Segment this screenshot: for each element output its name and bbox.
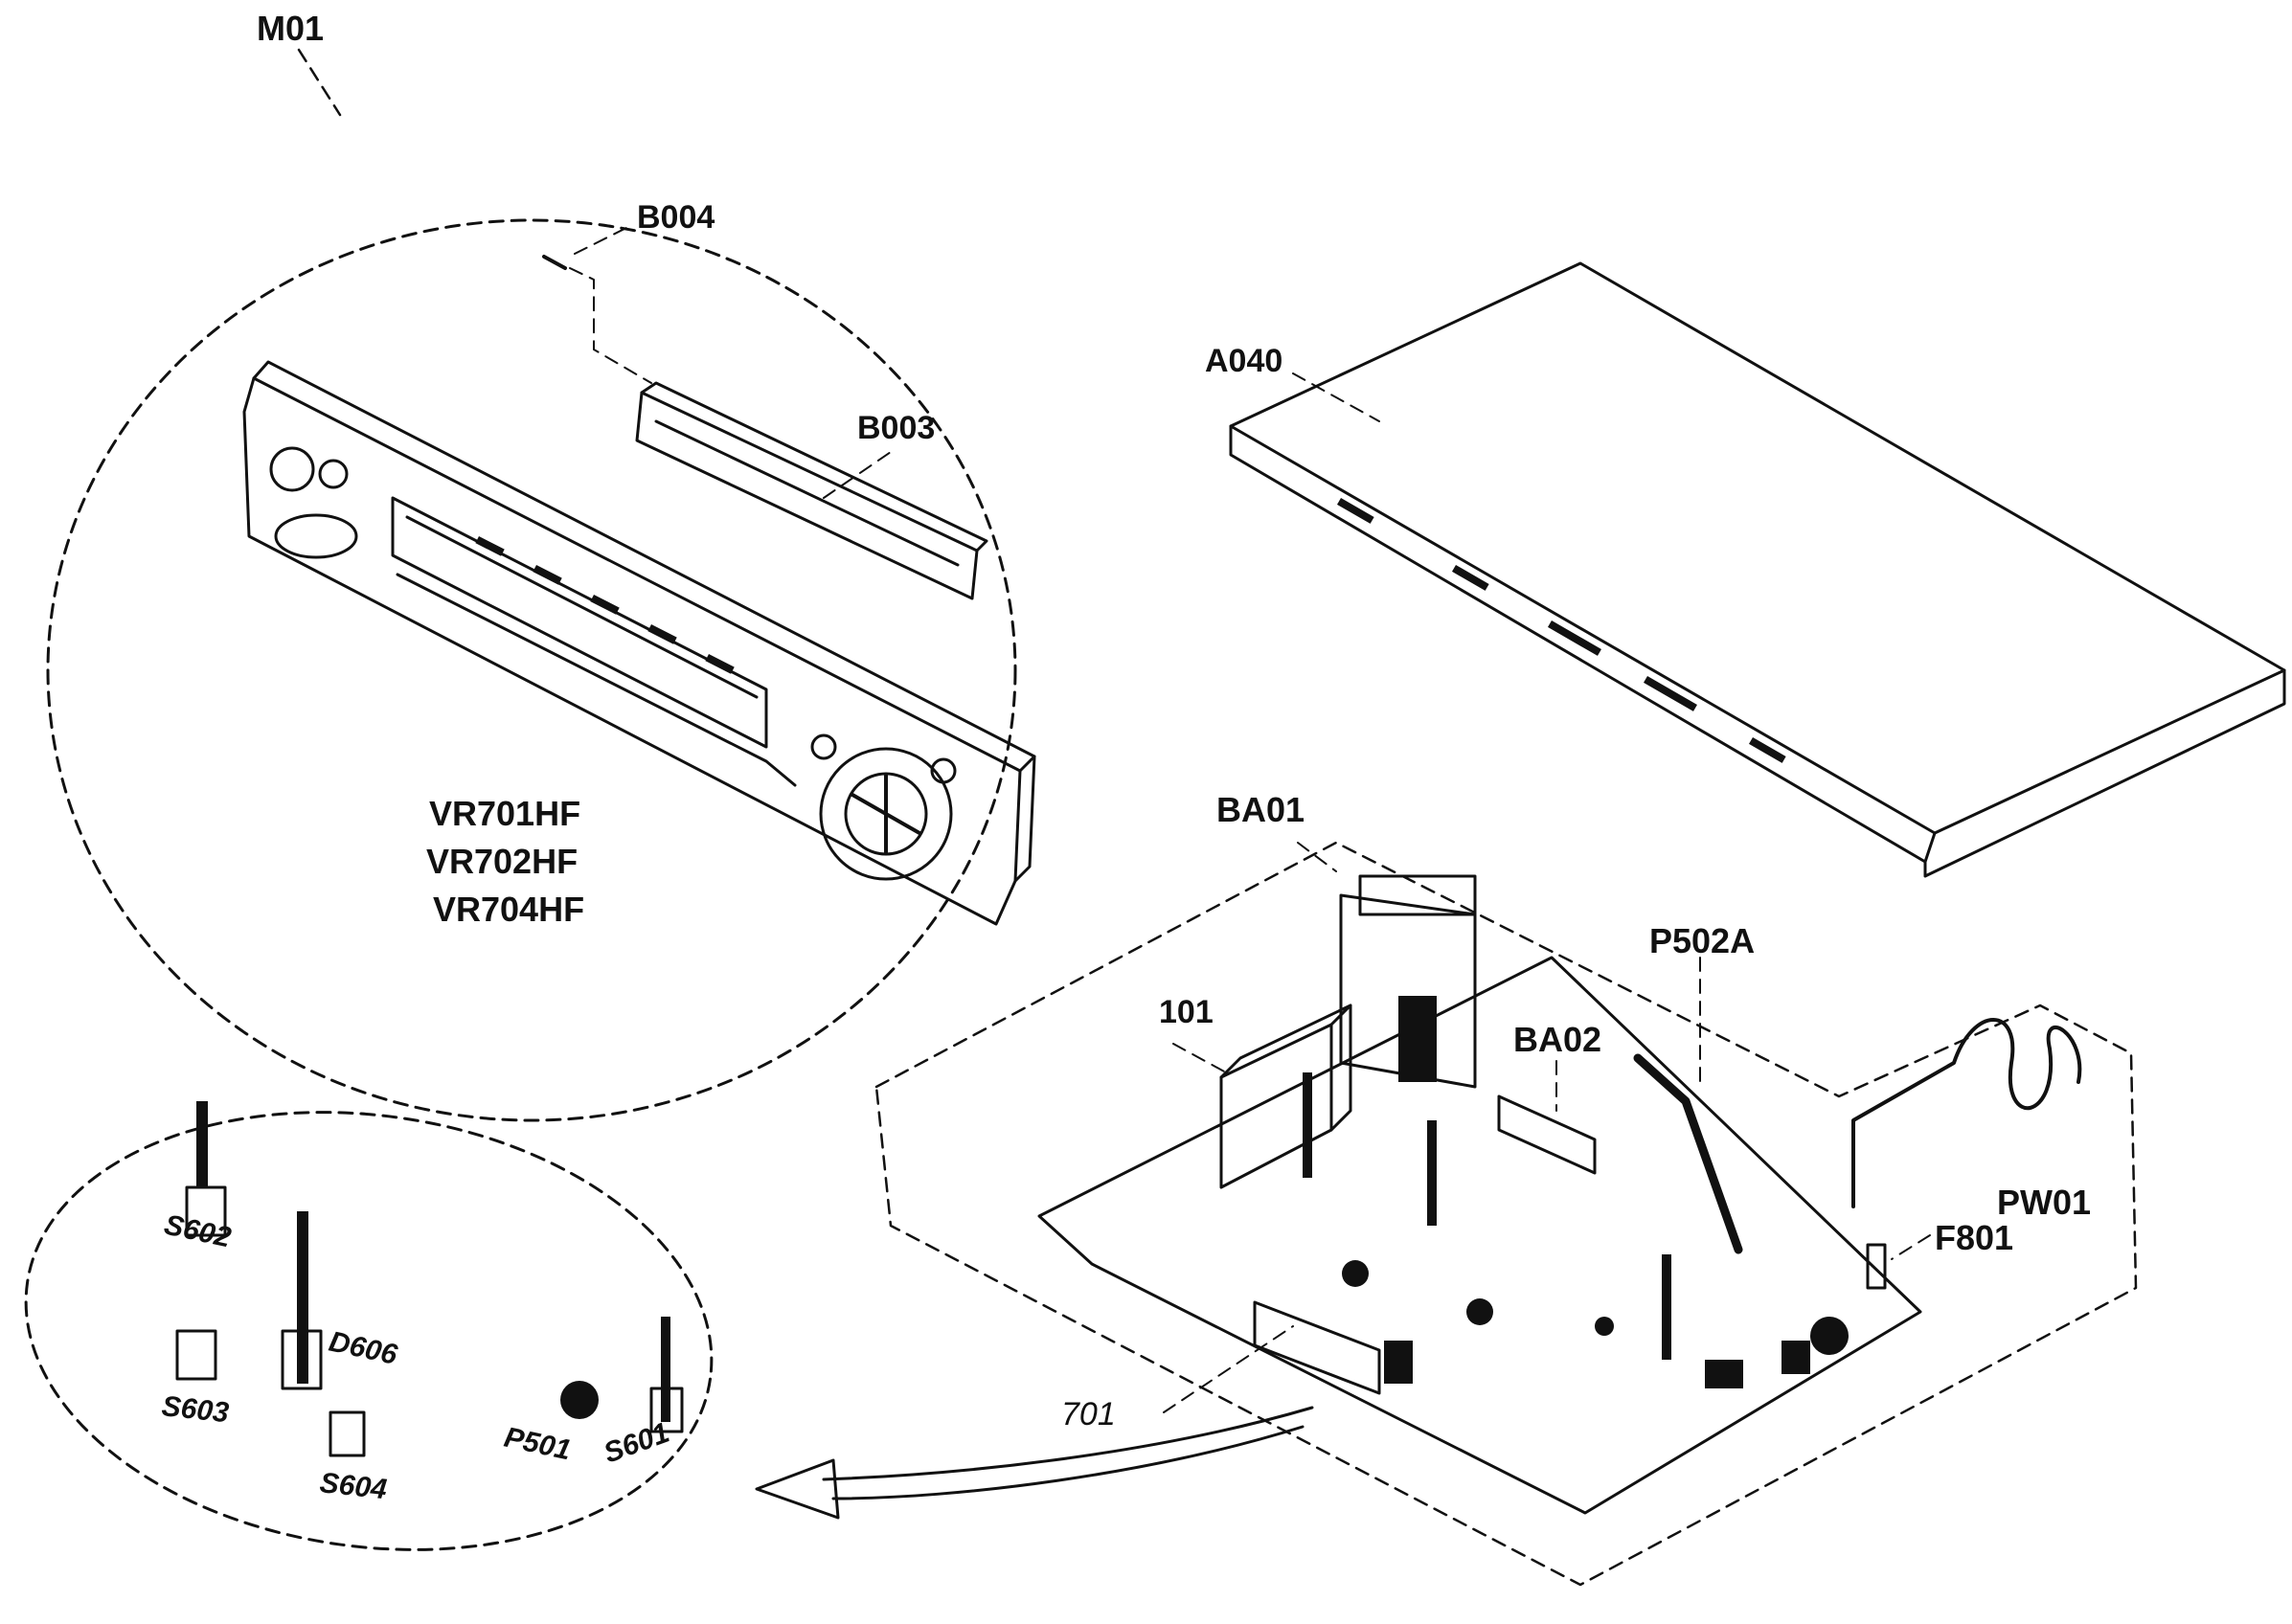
tuner-101 bbox=[1219, 1004, 1352, 1189]
switch-s603 bbox=[175, 1329, 217, 1381]
switch-s602 bbox=[185, 1101, 227, 1237]
label-ba01: BA01 bbox=[1216, 790, 1305, 829]
label-s603: S603 bbox=[160, 1390, 230, 1429]
model-name-2: VR702HF bbox=[426, 842, 578, 881]
screw-b004 bbox=[542, 255, 652, 384]
label-701: 701 bbox=[1061, 1396, 1116, 1432]
label-f801: F801 bbox=[1935, 1218, 2013, 1257]
label-101: 101 bbox=[1159, 994, 1214, 1030]
diode-d606 bbox=[281, 1211, 323, 1390]
left-knob bbox=[269, 446, 315, 492]
main-pcb bbox=[1037, 956, 1922, 1515]
main-board-assembly: BA01 P502A 101 BA02 PW01 F801 701 bbox=[874, 790, 2138, 1587]
ribbon-p502a bbox=[1633, 1053, 1743, 1254]
label-m01: M01 bbox=[257, 9, 324, 48]
label-s601: S601 bbox=[600, 1417, 673, 1470]
jog-dial bbox=[819, 747, 953, 881]
bracket-ba02 bbox=[1497, 1094, 1597, 1175]
switch-s601 bbox=[649, 1317, 684, 1433]
detail-circle-m01 bbox=[46, 218, 1017, 1122]
label-b003: B003 bbox=[857, 410, 935, 446]
connector-701 bbox=[1253, 1300, 1381, 1395]
label-s602: S602 bbox=[162, 1209, 235, 1254]
jack-p501 bbox=[560, 1381, 599, 1419]
curved-arrow bbox=[755, 1406, 1314, 1520]
label-b004: B004 bbox=[637, 199, 715, 236]
label-pw01: PW01 bbox=[1997, 1183, 2091, 1222]
label-p501: P501 bbox=[502, 1422, 574, 1467]
label-ba02: BA02 bbox=[1513, 1020, 1601, 1059]
label-p502a: P502A bbox=[1649, 921, 1755, 960]
display-board-b003 bbox=[635, 381, 988, 600]
fuse-f801 bbox=[1866, 1243, 1887, 1290]
top-cover-a040: A040 bbox=[1205, 261, 2286, 878]
switch-detail: S602 D606 S603 S604 P501 S601 bbox=[24, 1101, 714, 1551]
front-bezel bbox=[242, 360, 1036, 926]
label-d606: D606 bbox=[327, 1326, 400, 1371]
switch-s604 bbox=[329, 1410, 366, 1457]
label-a040: A040 bbox=[1205, 343, 1282, 379]
connector-ba01 bbox=[1339, 874, 1477, 1089]
power-cord-pw01 bbox=[1851, 1018, 2082, 1208]
model-name-1: VR701HF bbox=[429, 794, 580, 833]
front-panel-detail: M01 B004 B003 VR701HF VR702HF VR704HF bbox=[46, 9, 1036, 1122]
detail-ellipse-switches bbox=[24, 1111, 714, 1551]
model-name-3: VR704HF bbox=[433, 890, 584, 929]
label-s604: S604 bbox=[318, 1467, 388, 1505]
